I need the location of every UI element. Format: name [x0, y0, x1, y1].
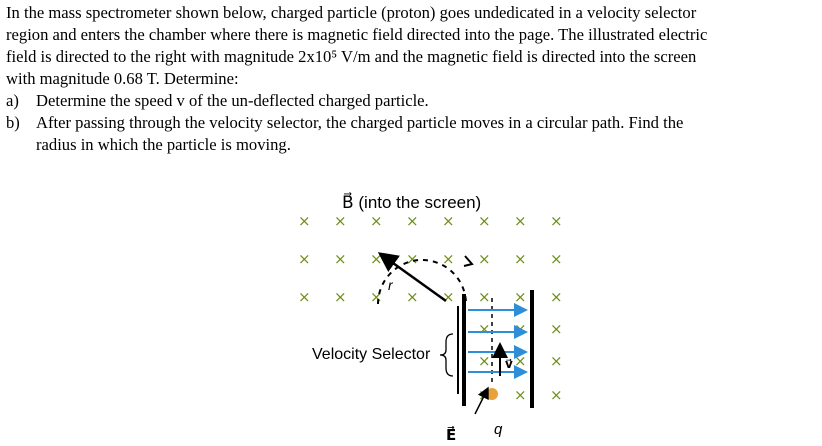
b-field-cross: × [514, 320, 527, 338]
b-field-cross: × [334, 212, 347, 230]
part-b-continued: radius in which the particle is moving. [6, 134, 818, 156]
b-field-cross: × [442, 212, 455, 230]
left-plate [462, 294, 466, 406]
b-field-cross: × [550, 212, 563, 230]
b-field-cross: × [406, 288, 419, 306]
e-field-indicator-arrow [474, 386, 489, 415]
b-field-cross: × [514, 288, 527, 306]
problem-line: In the mass spectrometer shown below, ch… [6, 3, 697, 22]
b-field-cross: × [514, 352, 527, 370]
b-field-cross: × [550, 250, 563, 268]
b-field-label: B⃗ (into the screen) [342, 191, 481, 212]
b-field-cross: × [298, 288, 311, 306]
b-field-cross: × [370, 212, 383, 230]
b-field-cross: × [298, 212, 311, 230]
b-field-cross: × [370, 250, 383, 268]
b-field-cross: × [442, 288, 455, 306]
b-field-cross: × [550, 386, 563, 404]
part-b-text-line2: radius in which the particle is moving. [36, 135, 291, 154]
part-b-marker: b) [6, 113, 20, 132]
part-b-text-line1: After passing through the velocity selec… [36, 113, 684, 132]
b-field-cross: × [514, 212, 527, 230]
b-field-cross: × [442, 250, 455, 268]
radius-arrow [377, 252, 447, 303]
b-field-cross: × [514, 250, 527, 268]
part-a-text: Determine the speed v of the un-deflecte… [36, 91, 429, 110]
charged-particle [486, 388, 498, 400]
b-field-cross: × [478, 352, 491, 370]
part-b: b) After passing through the velocity sel… [6, 112, 818, 134]
electric-field-label: E⃗ [446, 425, 456, 444]
problem-line: field is directed to the right with magn… [6, 47, 697, 66]
left-plate-inner [457, 306, 459, 394]
b-field-cross: × [514, 386, 527, 404]
b-field-cross: × [550, 288, 563, 306]
magnetic-field-crosses: ××××××××××××××××××××××××××××××××× [298, 212, 563, 404]
part-a: a) Determine the speed v of the un-deflec… [6, 90, 818, 112]
selector-brace [439, 333, 454, 377]
right-plate [530, 290, 534, 408]
b-field-cross: × [550, 320, 563, 338]
b-field-cross: × [406, 250, 419, 268]
path-direction-arrow [463, 255, 474, 267]
mass-spectrometer-figure: B⃗ (into the screen) × × × × × × × × × × × × × × × × × × ×… [290, 186, 580, 446]
b-field-cross: × [478, 320, 491, 338]
radius-label: r [388, 277, 394, 293]
b-field-cross: × [478, 250, 491, 268]
b-field-cross: × [406, 212, 419, 230]
b-field-cross: × [478, 288, 491, 306]
problem-line: with magnitude 0.68 T. Determine: [6, 69, 239, 88]
b-field-cross: × [334, 288, 347, 306]
part-a-marker: a) [6, 91, 19, 110]
problem-statement: In the mass spectrometer shown below, ch… [6, 2, 818, 156]
b-field-cross: × [334, 250, 347, 268]
b-field-cross: × [298, 250, 311, 268]
problem-line: region and enters the chamber where ther… [6, 25, 708, 44]
b-field-cross: × [478, 212, 491, 230]
figure-svg: B⃗ (into the screen) × × × × × × × × × × × × × × × × × × ×… [298, 191, 563, 444]
velocity-label: v⃗ [505, 357, 513, 371]
b-field-cross: × [550, 352, 563, 370]
charge-label: q [494, 421, 503, 438]
velocity-selector-label: Velocity Selector [312, 346, 431, 363]
